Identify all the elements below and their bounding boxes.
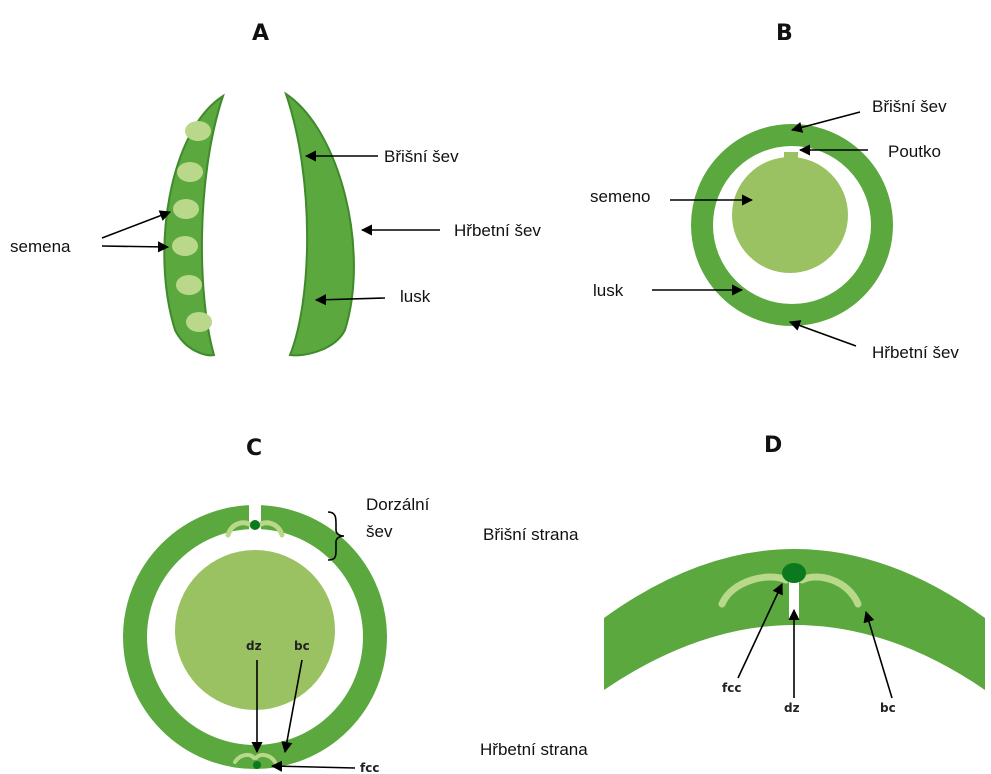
arrow-semena-2 [102, 246, 168, 247]
seed [185, 121, 211, 141]
panel-c-letter: C [246, 436, 262, 461]
label-brisni-sev: Břišní šev [384, 147, 459, 166]
seed [176, 275, 202, 295]
arrow-semena-1 [102, 212, 170, 238]
label-brisni-strana: Břišní strana [483, 525, 579, 544]
label-lusk: lusk [593, 281, 624, 300]
label-fcc: fcc [360, 761, 379, 774]
pod-right-half [286, 94, 354, 355]
label-semeno: semeno [590, 187, 650, 206]
label-poutko: Poutko [888, 142, 941, 161]
label-hrbetni-sev: Hřbetní šev [454, 221, 541, 240]
seed [175, 550, 335, 710]
label-lusk: lusk [400, 287, 431, 306]
panel-d-letter: D [764, 433, 782, 458]
label-dz: dz [246, 639, 262, 653]
label-hrbetni-sev: Hřbetní šev [872, 343, 959, 362]
label-semena: semena [10, 237, 71, 256]
panel-a-letter: A [252, 21, 269, 46]
label-dz: dz [784, 701, 800, 715]
panel-a: A semena Břišní šev Hřbetní šev lusk [10, 21, 541, 355]
seed [172, 236, 198, 256]
seed [732, 157, 848, 273]
label-bc: bc [294, 639, 310, 653]
panel-c: C Dorzální šev Břišní strana dz bc fcc H… [135, 436, 588, 774]
label-dorzalni: Dorzální [366, 495, 430, 514]
label-sev: šev [366, 522, 393, 541]
panel-b: B Břišní šev Poutko semeno lusk Hřbetní … [590, 21, 959, 362]
vascular-dot [250, 520, 260, 530]
panel-d: D fcc dz bc [604, 433, 985, 715]
arrow-brisni-sev [792, 112, 860, 130]
arrow-hrbetni-sev [790, 322, 856, 346]
label-bc: bc [880, 701, 896, 715]
seed [177, 162, 203, 182]
vascular-dot [782, 563, 806, 583]
arrow-fcc [272, 766, 355, 768]
panel-b-letter: B [776, 21, 793, 46]
seed [173, 199, 199, 219]
dorsal-dot [253, 761, 261, 769]
label-brisni-sev: Břišní šev [872, 97, 947, 116]
label-fcc: fcc [722, 681, 741, 695]
seed [186, 312, 212, 332]
label-hrbetni-strana: Hřbetní strana [480, 740, 588, 759]
